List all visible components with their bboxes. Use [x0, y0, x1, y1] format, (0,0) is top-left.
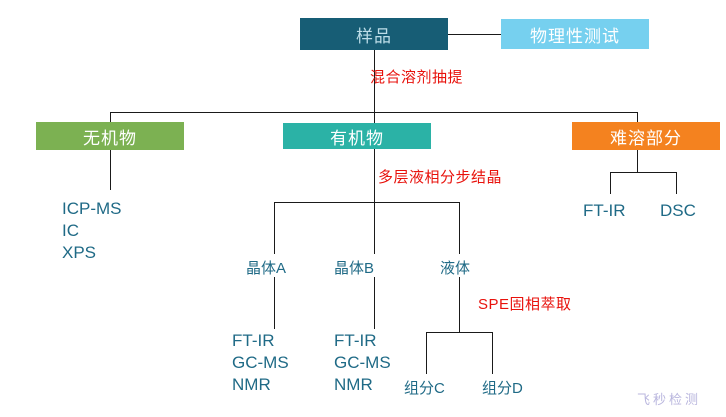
analysis-item: NMR [334, 375, 373, 394]
node-box-physical-test[interactable]: 物理性测试 [501, 19, 649, 49]
analysis-item: ICP-MS [62, 199, 122, 218]
analysis-item-insoluble-dsc: DSC [660, 201, 696, 220]
connector-insoluble-to-dsc [676, 172, 677, 194]
node-label-crystal-a: 晶体A [246, 260, 287, 277]
connector-down-organic [374, 112, 375, 123]
connector-crystal-a-to-analyses [274, 277, 275, 329]
analysis-item: GC-MS [334, 353, 391, 372]
analysis-list-crystal-a: FT-IR GC-MS NMR [232, 330, 289, 396]
watermark: 飞秒检测 [637, 392, 702, 407]
node-box-sample[interactable]: 样品 [300, 18, 448, 50]
process-label-spe: SPE固相萃取 [478, 296, 572, 313]
connector-insoluble-down [637, 150, 638, 172]
connector-down-inorganic [110, 112, 111, 122]
connector-crystal-b-to-analyses [374, 277, 375, 329]
node-label-liquid: 液体 [440, 260, 471, 277]
analysis-item: IC [62, 221, 79, 240]
analysis-list-crystal-b: FT-IR GC-MS NMR [334, 330, 391, 396]
process-label-extraction: 混合溶剂抽提 [370, 69, 464, 86]
connector-to-crystal-b [374, 202, 375, 254]
node-box-organic[interactable]: 有机物 [283, 123, 431, 149]
node-label-crystal-b: 晶体B [334, 260, 375, 277]
node-box-insoluble[interactable]: 难溶部分 [572, 122, 720, 150]
connector-to-crystal-a [274, 202, 275, 254]
node-box-inorganic[interactable]: 无机物 [36, 122, 184, 150]
connector-to-fraction-d [492, 332, 493, 374]
connector-insoluble-to-ftir [610, 172, 611, 194]
connector-insoluble-split-bar [610, 172, 676, 173]
node-label-fraction-c: 组分C [404, 380, 445, 397]
analysis-list-inorganic: ICP-MS IC XPS [62, 198, 122, 264]
node-label-fraction-d: 组分D [482, 380, 523, 397]
analysis-item: XPS [62, 243, 97, 262]
connector-sample-down [374, 50, 375, 112]
analysis-item: GC-MS [232, 353, 289, 372]
connector-to-liquid [459, 202, 460, 254]
connector-organic-down [374, 149, 375, 202]
connector-inorganic-to-analyses [110, 150, 111, 190]
process-label-crystallization: 多层液相分步结晶 [378, 169, 503, 186]
connector-split-bar-main [110, 112, 637, 113]
connector-sample-to-physical [448, 34, 501, 35]
analysis-item: NMR [232, 375, 271, 394]
analysis-item: FT-IR [334, 331, 377, 350]
connector-spe-split-bar [426, 332, 492, 333]
connector-liquid-down [459, 277, 460, 332]
analysis-item: FT-IR [232, 331, 275, 350]
connector-crystallization-split-bar [274, 202, 460, 203]
connector-down-insoluble [637, 112, 638, 122]
analysis-item-insoluble-ftir: FT-IR [583, 201, 626, 220]
connector-to-fraction-c [426, 332, 427, 374]
